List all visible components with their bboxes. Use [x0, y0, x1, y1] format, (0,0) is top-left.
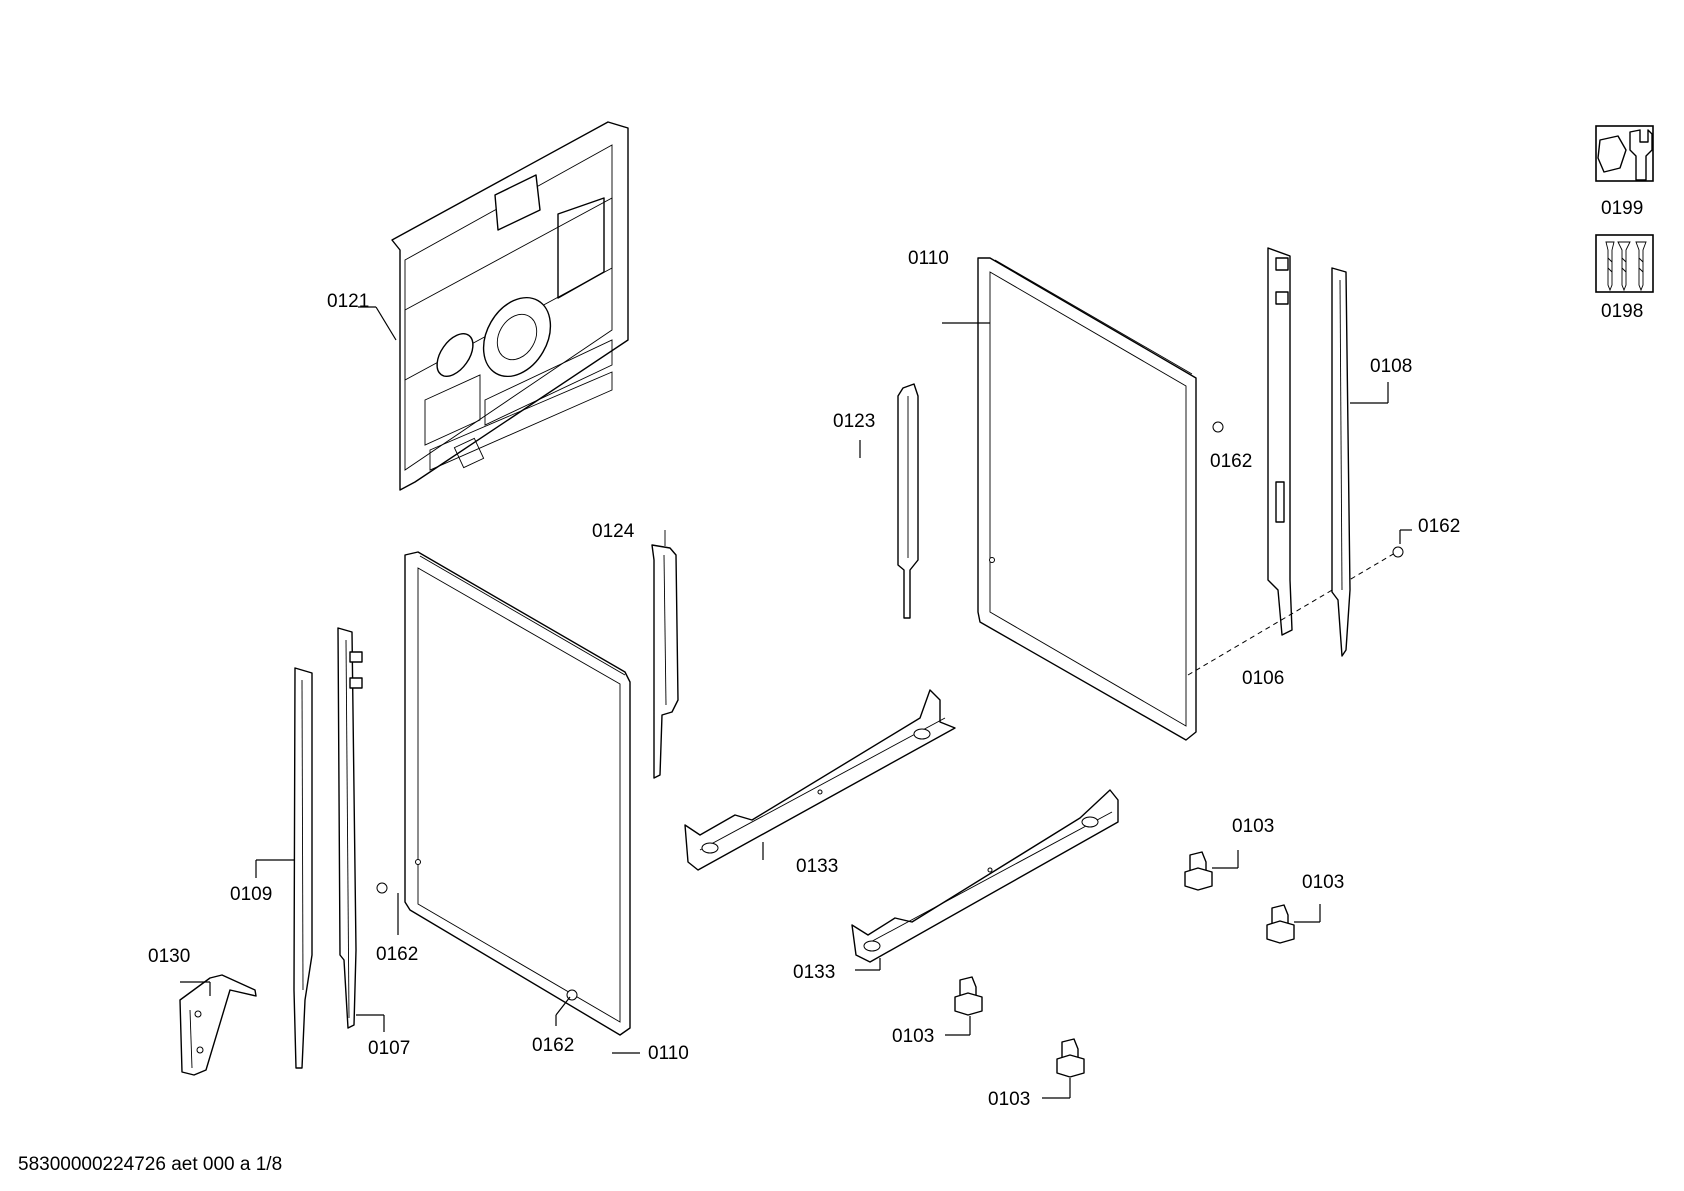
- part-0108-side-rail: [1331, 267, 1351, 657]
- part-0162-screw-c: [376, 882, 388, 894]
- part-0103-foot-b: [1266, 904, 1295, 944]
- label-0108: 0108: [1370, 356, 1412, 377]
- part-0133-cross-rail-upper: [684, 689, 956, 871]
- label-0162-b: 0162: [1418, 516, 1460, 537]
- label-0199: 0199: [1601, 198, 1643, 219]
- label-0103-d: 0103: [988, 1089, 1030, 1110]
- label-0123: 0123: [833, 411, 875, 432]
- part-0130-bracket: [179, 974, 257, 1076]
- label-0121: 0121: [327, 291, 369, 312]
- part-0133-cross-rail-lower: [851, 789, 1119, 963]
- label-0162-d: 0162: [532, 1035, 574, 1056]
- label-0110-bottom: 0110: [648, 1043, 689, 1064]
- label-0198: 0198: [1601, 301, 1643, 322]
- part-0107-inner-rail: [337, 627, 363, 1029]
- label-0133-b: 0133: [793, 962, 835, 983]
- part-0121-rear-panel: [391, 121, 629, 491]
- part-0110-side-panel-right: [977, 257, 1197, 741]
- label-0106: 0106: [1242, 668, 1284, 689]
- label-0110-top: 0110: [908, 248, 949, 269]
- label-0124: 0124: [592, 521, 635, 542]
- part-0103-foot-a: [1184, 851, 1213, 891]
- label-0109: 0109: [230, 884, 272, 905]
- label-0103-c: 0103: [892, 1026, 934, 1047]
- label-0130: 0130: [148, 946, 190, 967]
- label-0103-b: 0103: [1302, 872, 1344, 893]
- part-0123-bracket: [897, 383, 919, 619]
- label-0133-a: 0133: [796, 856, 838, 877]
- part-0124-bracket: [651, 530, 679, 779]
- leader-0121: [375, 306, 397, 341]
- part-0110-side-panel-left: [404, 551, 631, 1036]
- part-0162-screw-a: [1212, 421, 1224, 433]
- label-0107: 0107: [368, 1038, 410, 1059]
- document-id: 58300000224726 aet 000 a 1/8: [18, 1154, 282, 1175]
- label-0162-a: 0162: [1210, 451, 1252, 472]
- part-0109-outer-rail: [293, 667, 313, 1069]
- part-0162-screw-b: [1392, 546, 1404, 558]
- dashed-line-0106: [1187, 552, 1396, 676]
- screws-icon: [1595, 234, 1654, 293]
- label-0103-a: 0103: [1232, 816, 1274, 837]
- part-0106-rail: [1267, 247, 1293, 636]
- label-0162-c: 0162: [376, 944, 418, 965]
- part-0103-foot-c: [954, 976, 983, 1016]
- part-0103-foot-d: [1056, 1038, 1085, 1078]
- wrench-nut-icon: [1595, 125, 1654, 182]
